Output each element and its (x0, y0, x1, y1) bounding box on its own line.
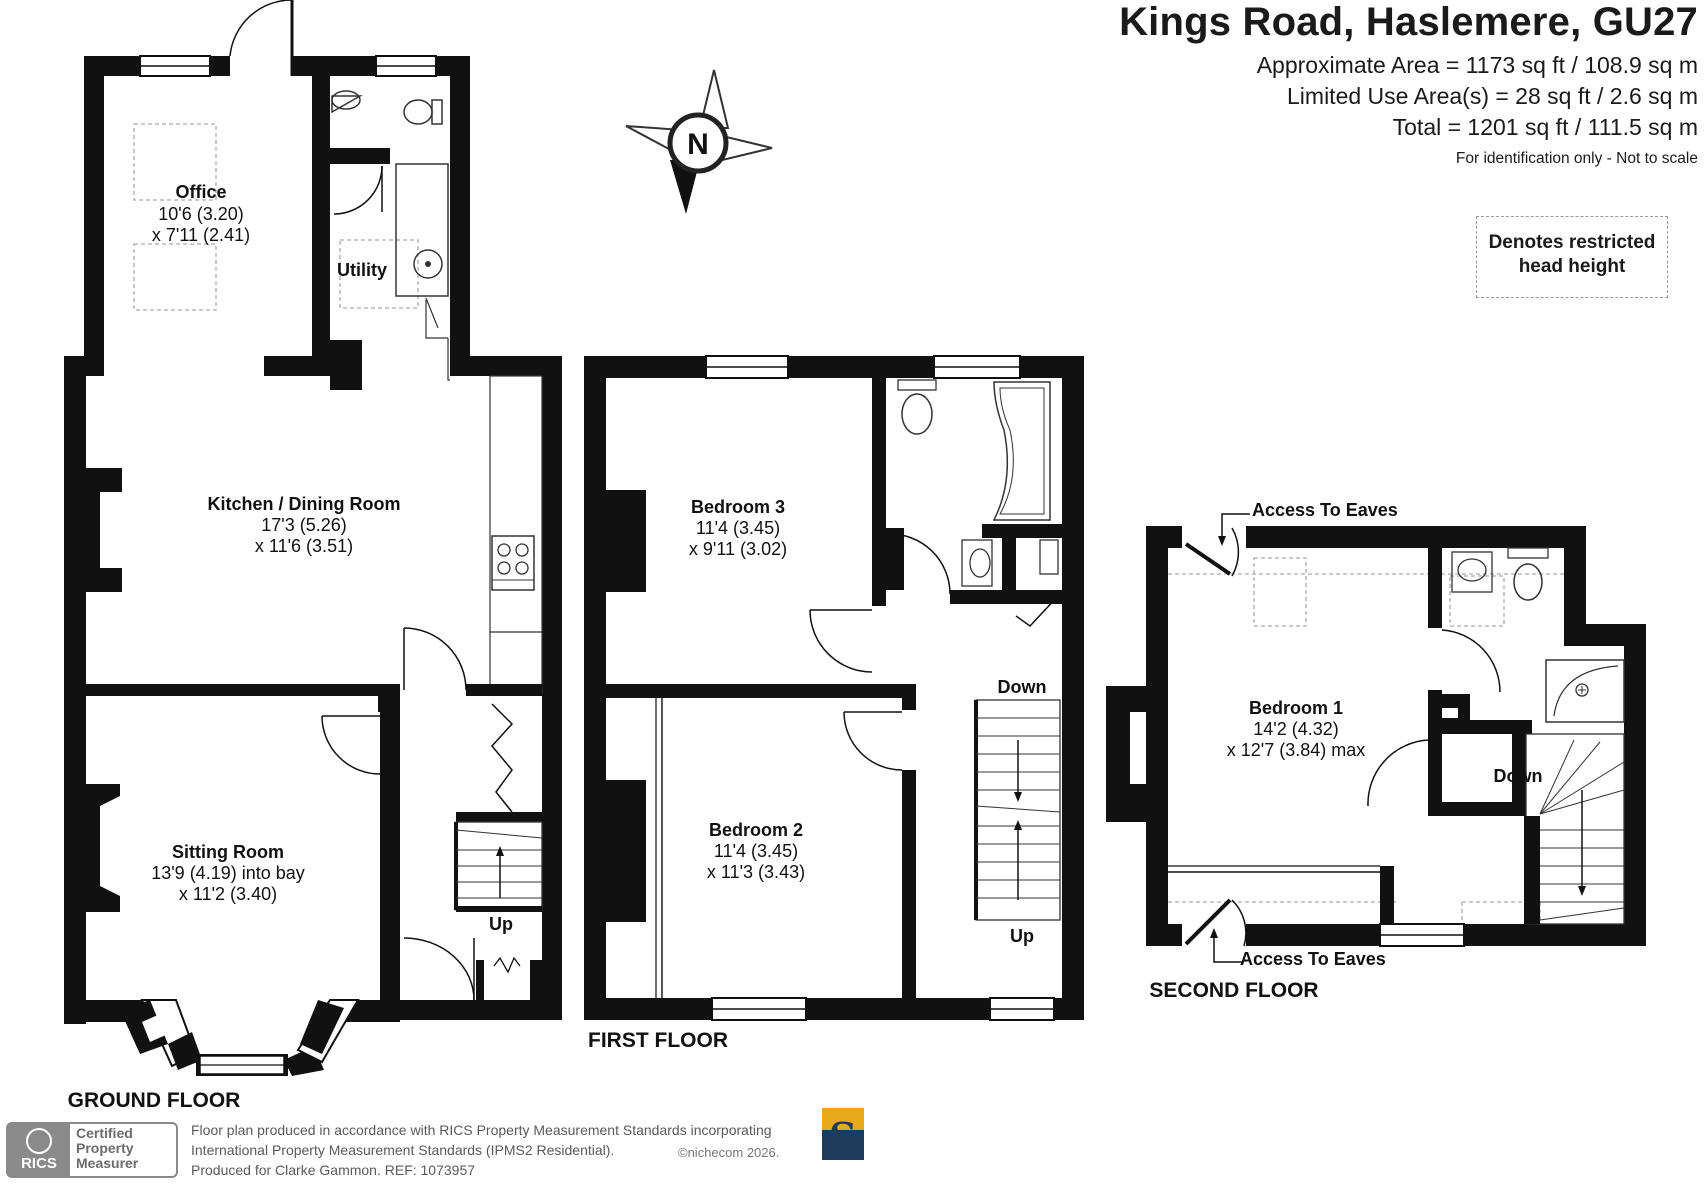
first-floor-label: FIRST FLOOR (588, 1029, 728, 1052)
sitting-room-dim-1: 13'9 (4.19) into bay (151, 863, 305, 883)
ground-stairs-up-label: Up (489, 914, 513, 934)
footer-text-1: Floor plan produced in accordance with R… (191, 1122, 772, 1138)
legend-line-1: Denotes restricted (1488, 232, 1656, 253)
footer-text-2: International Property Measurement Stand… (191, 1142, 615, 1158)
second-floor-plan: Bedroom 1 14'2 (4.32) x 12'7 (3.84) max … (1106, 500, 1646, 1002)
restricted-height-legend: Denotes restricted head height (1476, 216, 1668, 298)
first-floor-plan: Bedroom 3 11'4 (3.45) x 9'11 (3.02) Bedr… (584, 355, 1084, 1052)
rics-line-3: Measurer (76, 1155, 139, 1171)
plan-title: Kings Road, Haslemere, GU27 (1119, 0, 1698, 44)
bedroom1-dim-1: 14'2 (4.32) (1253, 719, 1339, 739)
sitting-room-label: Sitting Room (172, 842, 284, 862)
approximate-area: Approximate Area = 1173 sq ft / 108.9 sq… (1256, 52, 1698, 78)
footer-text-3: Produced for Clarke Gammon. REF: 1073957 (191, 1162, 476, 1178)
total-area: Total = 1201 sq ft / 111.5 sq m (1392, 114, 1698, 140)
second-floor-label: SECOND FLOOR (1149, 979, 1318, 1002)
bedroom3-dim-2: x 9'11 (3.02) (689, 539, 787, 559)
sitting-room-dim-2: x 11'2 (3.40) (179, 884, 277, 904)
first-stairs-down-label: Down (998, 677, 1047, 697)
copyright: ©nichecom 2026. (678, 1145, 780, 1160)
bedroom1-label: Bedroom 1 (1249, 698, 1343, 718)
eaves-access-bottom-label: Access To Eaves (1240, 949, 1386, 969)
ground-floor-label: GROUND FLOOR (68, 1089, 241, 1112)
ground-floor-plan: Office 10'6 (3.20) x 7'11 (2.41) Utility… (64, 0, 562, 1112)
rics-abbrev: RICS (21, 1155, 57, 1172)
kitchen-label: Kitchen / Dining Room (208, 494, 401, 514)
legend-line-2: head height (1518, 256, 1626, 277)
bedroom2-dim-2: x 11'3 (3.43) (707, 862, 805, 882)
first-stairs-up-label: Up (1010, 926, 1034, 946)
rics-badge-text: Certified Property Measurer (76, 1126, 138, 1171)
kitchen-dim-1: 17'3 (5.26) (261, 515, 347, 535)
rics-line-2: Property (76, 1140, 134, 1156)
bedroom3-dim-1: 11'4 (3.45) (696, 518, 780, 538)
kitchen-dim-2: x 11'6 (3.51) (255, 536, 353, 556)
eaves-access-top-label: Access To Eaves (1252, 500, 1398, 520)
bedroom3-label: Bedroom 3 (691, 497, 785, 517)
utility-label: Utility (337, 260, 387, 280)
bedroom2-label: Bedroom 2 (709, 820, 803, 840)
bedroom2-dim-1: 11'4 (3.45) (714, 841, 798, 861)
office-dim-2: x 7'11 (2.41) (152, 225, 250, 245)
limited-use-area: Limited Use Area(s) = 28 sq ft / 2.6 sq … (1287, 83, 1698, 109)
rics-logo: RICS (8, 1124, 70, 1176)
compass-icon: N (625, 69, 773, 214)
agent-logo: S (822, 1108, 864, 1160)
scale-note: For identification only - Not to scale (1455, 150, 1698, 167)
footer-statement: Floor plan produced in accordance with R… (191, 1120, 772, 1180)
compass-north-label: N (687, 128, 709, 161)
second-stairs-down-label: Down (1494, 766, 1543, 786)
agent-logo-letter: S (829, 1114, 857, 1159)
rics-line-1: Certified (76, 1125, 133, 1141)
office-dim-1: 10'6 (3.20) (158, 204, 244, 224)
rics-emblem-icon (26, 1128, 52, 1154)
rics-certified-badge: RICS Certified Property Measurer (6, 1122, 178, 1178)
bedroom1-dim-2: x 12'7 (3.84) max (1227, 740, 1366, 760)
office-label: Office (175, 182, 226, 202)
